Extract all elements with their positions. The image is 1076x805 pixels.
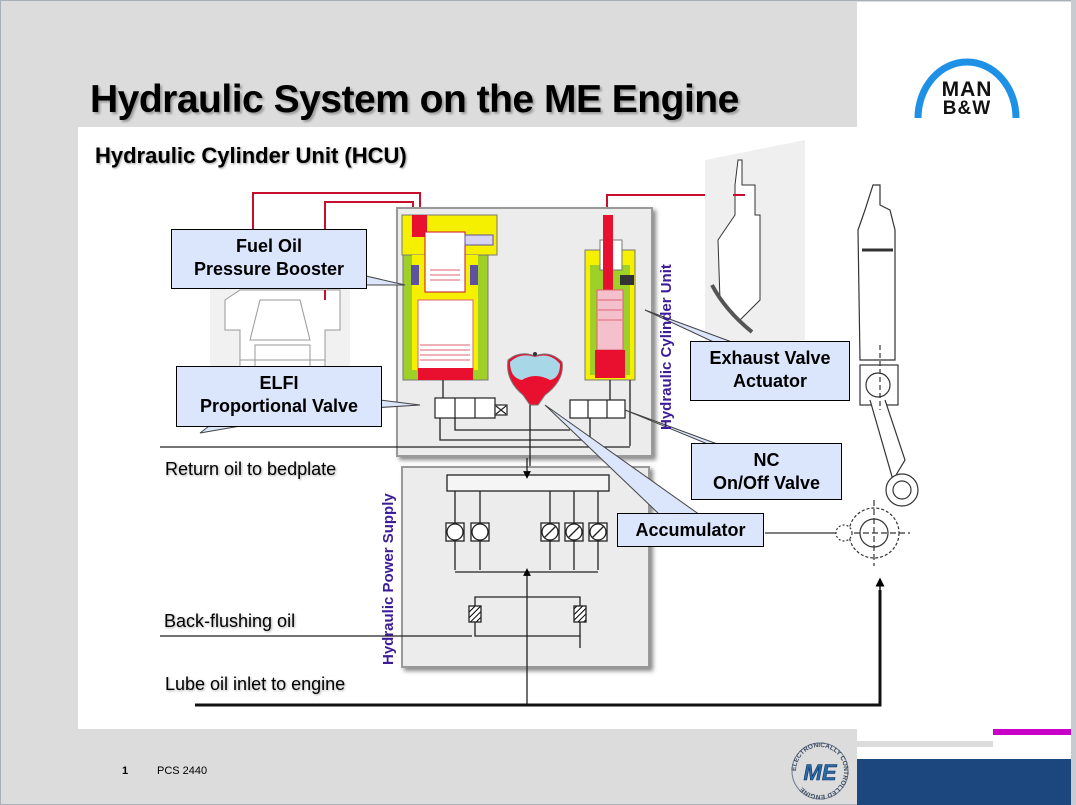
callout-elfi-proportional-valve: ELFI Proportional Valve bbox=[176, 366, 382, 427]
callout-fuel-oil-pressure-booster: Fuel Oil Pressure Booster bbox=[171, 229, 367, 289]
label-hydraulic-cylinder-unit: Hydraulic Cylinder Unit bbox=[658, 264, 675, 430]
callout-text-line2: Pressure Booster bbox=[193, 259, 345, 279]
engine-crank-drawing bbox=[765, 184, 919, 566]
logo-line2: B&W bbox=[943, 98, 991, 119]
footer-accent-magenta bbox=[993, 729, 1071, 735]
elfi-valve-symbol bbox=[434, 397, 508, 419]
exhaust-valve-drawing bbox=[705, 140, 805, 350]
footer-accent-blue bbox=[857, 759, 1071, 805]
hps-schematic bbox=[160, 458, 610, 705]
slide-subtitle: Hydraulic Cylinder Unit (HCU) bbox=[95, 143, 407, 168]
label-lube-oil-inlet: Lube oil inlet to engine bbox=[165, 674, 346, 694]
slide-title: Hydraulic System on the ME Engine bbox=[90, 78, 739, 121]
callout-accumulator: Accumulator bbox=[617, 513, 764, 547]
callout-text-line1: Accumulator bbox=[635, 520, 746, 540]
label-hydraulic-power-supply: Hydraulic Power Supply bbox=[380, 493, 397, 665]
window-edge bbox=[1071, 0, 1076, 805]
fuel-booster-drawing bbox=[401, 214, 498, 381]
footer-code: PCS 2440 bbox=[157, 765, 208, 777]
logo-line1: MAN bbox=[942, 78, 993, 101]
lube-oil-line bbox=[195, 577, 885, 707]
exhaust-actuator-drawing bbox=[584, 215, 636, 381]
callout-text-line1: Fuel Oil bbox=[235, 236, 302, 256]
label-return-oil: Return oil to bedplate bbox=[165, 459, 337, 479]
callout-text-line2: Actuator bbox=[732, 371, 807, 391]
callout-text-line1: ELFI bbox=[259, 373, 299, 393]
callout-text-line2: Proportional Valve bbox=[199, 396, 359, 416]
label-back-flushing-oil: Back-flushing oil bbox=[164, 611, 296, 631]
logo-arc bbox=[914, 58, 1020, 119]
accumulator-drawing bbox=[507, 352, 563, 406]
nc-valve-symbol bbox=[569, 399, 626, 419]
callout-text-line1: NC bbox=[753, 450, 780, 470]
callout-text-line1: Exhaust Valve bbox=[709, 348, 831, 368]
badge-center-text: ME bbox=[804, 760, 838, 785]
man-bw-logo: MAN B&W bbox=[914, 58, 1020, 119]
page-number: 1 bbox=[122, 765, 129, 777]
footer-accent-gray bbox=[857, 741, 993, 747]
callout-exhaust-valve-actuator: Exhaust Valve Actuator bbox=[690, 341, 850, 401]
callout-text-line2: On/Off Valve bbox=[712, 473, 821, 493]
me-engine-badge-icon: ELECTRONICALLY CONTROLLED ENGINE ME bbox=[791, 742, 849, 800]
hcu-lines bbox=[160, 380, 631, 470]
hps-box bbox=[401, 466, 650, 668]
callout-nc-on-off-valve: NC On/Off Valve bbox=[691, 443, 842, 500]
